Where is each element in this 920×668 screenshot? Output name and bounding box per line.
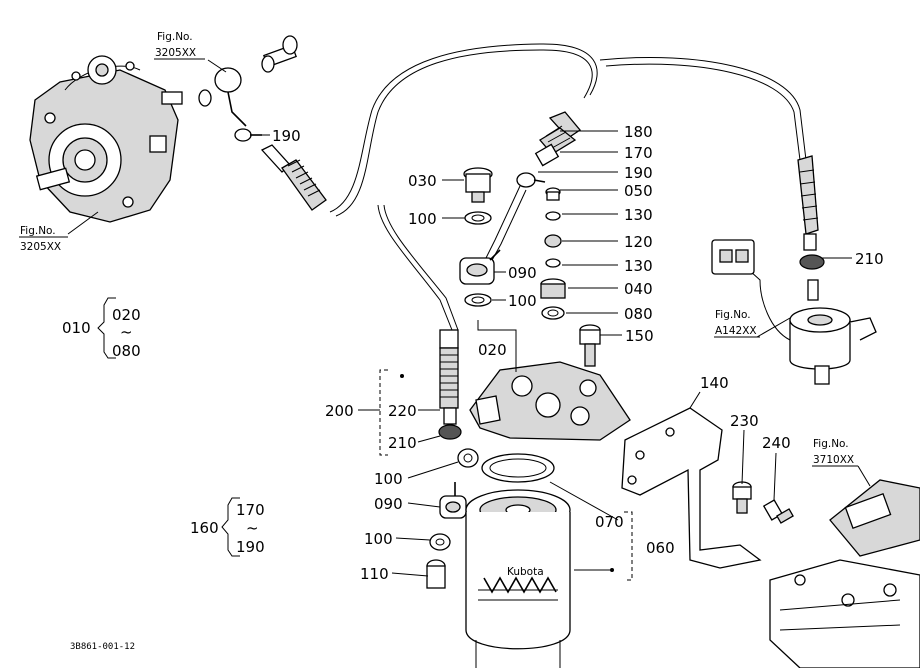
callout-020: 020	[478, 341, 507, 359]
bracket-140	[621, 407, 762, 569]
callout-240: 240	[762, 434, 791, 452]
group-010-from: 020	[112, 306, 141, 324]
callout-190a: 190	[272, 127, 301, 145]
engine-block	[769, 479, 920, 668]
fitting-stack	[540, 187, 566, 320]
group-brace-160	[221, 497, 240, 557]
group-160-tilde: ~	[246, 519, 259, 537]
callout-180: 180	[624, 123, 653, 141]
callout-120: 120	[624, 233, 653, 251]
hose-boot-left	[260, 144, 327, 211]
injection-pump	[29, 55, 183, 223]
callout-110: 110	[360, 565, 389, 583]
filter-head-020	[469, 361, 631, 441]
fuel-filter-cartridge	[465, 489, 571, 668]
figref-left-number: 3205XX	[20, 241, 61, 253]
callout-100a: 100	[408, 210, 437, 228]
hose-center-to-fitting	[484, 185, 521, 261]
bolt-110	[426, 559, 446, 589]
callout-100c: 100	[374, 470, 403, 488]
fuel-hose-right	[599, 56, 807, 161]
group-010-to: 080	[112, 342, 141, 360]
group-010-parent: 010	[62, 319, 91, 337]
callout-100d: 100	[364, 530, 393, 548]
bolt-240	[762, 499, 794, 524]
figref-left-label: Fig.No.	[20, 225, 56, 237]
callout-060: 060	[646, 539, 675, 557]
washer-100a	[464, 211, 492, 225]
group-brace-010	[97, 297, 116, 359]
callout-190b: 190	[624, 164, 653, 182]
banjo-090a	[459, 249, 501, 285]
bolt-150	[579, 324, 601, 367]
figref-a142-label: Fig.No.	[715, 309, 751, 321]
figref-top-number: 3205XX	[155, 47, 196, 59]
callout-210b: 210	[855, 250, 884, 268]
bolt-230	[732, 481, 752, 514]
callout-170: 170	[624, 144, 653, 162]
banjo-090b	[439, 482, 467, 519]
fuel-hose-down	[377, 204, 453, 331]
group-bracket-060	[610, 511, 633, 581]
figref-3710-number: 3710XX	[813, 454, 854, 466]
callout-070: 070	[595, 513, 624, 531]
callout-150: 150	[625, 327, 654, 345]
group-bracket-200	[358, 369, 404, 456]
callout-090a: 090	[508, 264, 537, 282]
oring-070	[481, 453, 555, 483]
group-010-tilde: ~	[120, 323, 133, 341]
leader-lines	[67, 59, 871, 577]
callout-090b: 090	[374, 495, 403, 513]
washer-100b	[464, 293, 492, 307]
drawing-code: 3B861-001-12	[70, 642, 135, 652]
banjo-fitting-top	[198, 35, 298, 127]
callout-040: 040	[624, 280, 653, 298]
figref-3710-label: Fig.No.	[813, 438, 849, 450]
clip-210-lower	[438, 424, 462, 440]
callout-200: 200	[325, 402, 354, 420]
clip-190-center	[516, 172, 546, 188]
callout-030: 030	[408, 172, 437, 190]
filter-brand-text: Kubota	[507, 566, 544, 578]
group-160-to: 190	[236, 538, 265, 556]
washer-100c	[457, 448, 479, 468]
callout-050: 050	[624, 182, 653, 200]
hose-boot-lower	[439, 329, 459, 425]
washer-100d	[429, 533, 451, 551]
hose-boot-center	[534, 111, 581, 167]
figref-top-label: Fig.No.	[157, 31, 193, 43]
callout-080: 080	[624, 305, 653, 323]
callout-230: 230	[730, 412, 759, 430]
callout-140: 140	[700, 374, 729, 392]
bolt-030	[463, 167, 493, 203]
figref-a142-number: A142XX	[715, 325, 757, 337]
callout-130a: 130	[624, 206, 653, 224]
callout-100b: 100	[508, 292, 537, 310]
fuel-hose-loop	[329, 43, 598, 213]
callout-130b: 130	[624, 257, 653, 275]
callout-220: 220	[388, 402, 417, 420]
electric-fuel-pump	[711, 155, 877, 385]
group-160-from: 170	[236, 501, 265, 519]
group-160-parent: 160	[190, 519, 219, 537]
callout-210a: 210	[388, 434, 417, 452]
